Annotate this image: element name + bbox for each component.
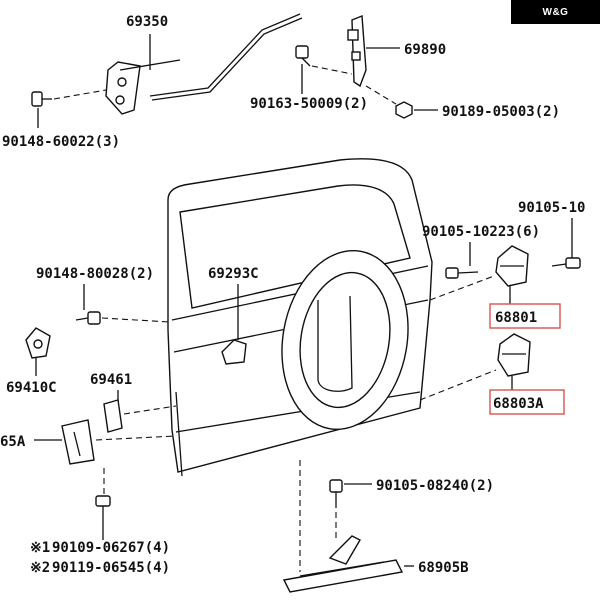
label-90148-80028: 90148-80028(2) (36, 266, 154, 282)
part-65a-plate (61, 419, 95, 465)
part-69350-rod (105, 13, 303, 115)
screw-90148-60022-icon (31, 91, 52, 107)
label-69890: 69890 (404, 42, 446, 58)
label-90109-06267: 90109-06267(4) (52, 540, 170, 556)
label-68905b: 68905B (418, 560, 469, 576)
part-68803-hinge (497, 333, 531, 390)
label-68803: 68803A (493, 396, 544, 412)
part-69461-stopper (103, 399, 123, 433)
back-door-panel (167, 158, 433, 477)
label-69410c: 69410C (6, 380, 57, 396)
label-65a: 65A (0, 434, 26, 450)
marker-2: ※2 (30, 560, 50, 576)
label-90148-60022: 90148-60022(3) (2, 134, 120, 150)
label-68801: 68801 (495, 310, 537, 326)
nut-90189-05003-icon (395, 101, 413, 119)
marker-1: ※1 (30, 540, 50, 556)
label-90119-06545: 90119-06545(4) (52, 560, 170, 576)
label-90105-10223: 90105-10223(6) (422, 224, 540, 240)
watermark-text: W&G (542, 6, 569, 18)
label-90189-05003: 90189-05003(2) (442, 104, 560, 120)
screw-90148-80028-icon (75, 311, 101, 325)
label-69461: 69461 (90, 372, 132, 388)
part-69293c-bracket (221, 339, 247, 365)
bolt-90163-50009-icon (295, 45, 311, 67)
part-69890-striker (347, 14, 367, 88)
label-69350: 69350 (126, 14, 168, 30)
part-68801-hinge (495, 245, 529, 304)
watermark-logo: W&G (511, 0, 600, 24)
highlight-68801 (489, 303, 561, 329)
bolt-90105-08240-icon (329, 479, 343, 508)
part-68905b-support (282, 535, 404, 593)
part-69410c-bumper (25, 327, 51, 359)
label-69293c: 69293C (208, 266, 259, 282)
highlight-68803 (489, 389, 565, 415)
bolt-90105-10-icon (551, 257, 581, 269)
bolt-90109-06267-icon (95, 495, 111, 520)
label-90163-50009: 90163-50009(2) (250, 96, 368, 112)
label-90105-08240: 90105-08240(2) (376, 478, 494, 494)
bolt-90105-10223-icon (445, 267, 479, 279)
label-90105-10: 90105-10 (518, 200, 585, 216)
